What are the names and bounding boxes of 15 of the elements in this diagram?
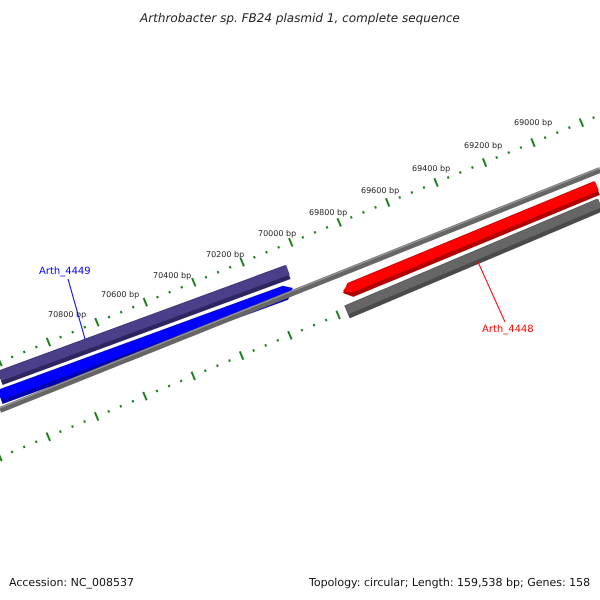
scale-label: 69400 bp [412,164,450,172]
gene-label: Arth_4448 [482,324,534,334]
scale-label: 70600 bp [101,290,140,298]
scale-label: 70000 bp [258,228,296,238]
plot-title: Arthrobacter sp. FB24 plasmid 1, complete sequence [140,11,460,25]
leader-line [68,278,86,340]
leader-line [478,262,506,322]
footer-text: Accession: NC_008537 [9,576,134,588]
scale-label: 69000 bp [514,118,552,126]
scale-label: 69800 bp [309,208,348,216]
footer-text: Topology: circular; Length: 159,538 bp; Genes: 158 [309,576,590,588]
scale-label: 70400 bp [153,270,192,280]
scale-label: 69200 bp [464,140,502,150]
gene-label: Arth_4449 [39,266,91,276]
feature-bar [0,265,291,385]
